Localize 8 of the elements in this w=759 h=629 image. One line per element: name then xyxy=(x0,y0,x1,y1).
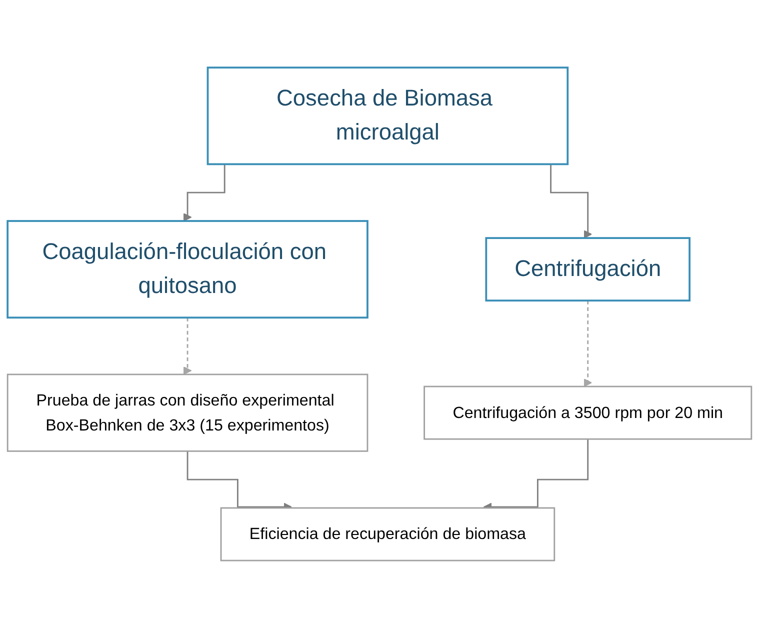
node-box: Eficiencia de recuperación de biomasa xyxy=(220,508,556,562)
arrow xyxy=(183,317,192,376)
node-box: Centrifugación a 3500 rpm por 20 min xyxy=(424,386,752,440)
arrow xyxy=(584,300,592,388)
node-box: Cosecha de Biomasa microalgal xyxy=(206,67,569,166)
node-box: Centrifugación xyxy=(485,238,690,302)
node-box: Prueba de jarras con diseño experimental Box-Behnken de 3x3 (15 experimentos) xyxy=(6,374,368,452)
node-box: Coagulación-floculación con quitosano xyxy=(6,220,368,319)
